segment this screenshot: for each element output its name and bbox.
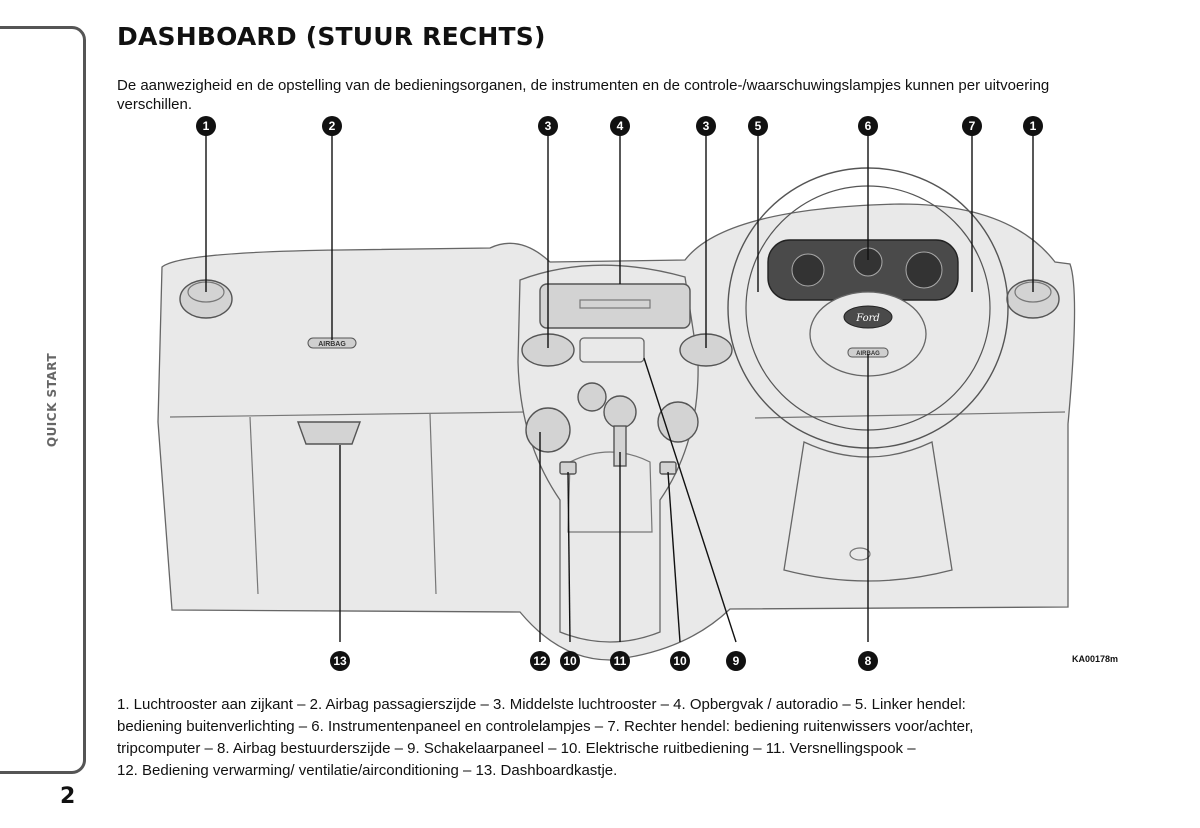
callout-2: 2 [322,116,342,136]
callout-6: 6 [858,116,878,136]
leader-10a [567,471,571,643]
callout-8: 8 [858,651,878,671]
legend-line: tripcomputer – 8. Airbag bestuurderszijd… [117,740,916,757]
legend-line: 1. Luchtrooster aan zijkant – 2. Airbag … [117,696,966,713]
callout-3-right: 3 [696,116,716,136]
figure-reference-code: KA00178m [1072,654,1119,664]
dashboard-illustration: AIRBAG Ford AIRBAG [157,135,1076,661]
callout-3-left: 3 [538,116,558,136]
callout-5: 5 [748,116,768,136]
callout-7: 7 [962,116,982,136]
callout-10-right: 10 [670,651,690,671]
ford-logo [843,305,893,329]
leader-10b [667,471,681,643]
passenger-airbag-badge: AIRBAG [318,341,346,348]
audio-unit [539,283,691,329]
callout-1-right: 1 [1023,116,1043,136]
legend-caption: 1. Luchtrooster aan zijkant – 2. Airbag … [117,694,1147,782]
callout-4: 4 [610,116,630,136]
callout-12: 12 [530,651,550,671]
dashboard-figure: AIRBAG Ford AIRBAG [140,112,1160,682]
callout-1-left: 1 [196,116,216,136]
section-tab [0,26,86,774]
legend-line: 12. Bediening verwarming/ ventilatie/air… [117,762,618,779]
gear-knob [603,395,637,429]
switch-panel [579,337,645,363]
legend-line: bediening buitenverlichting – 6. Instrum… [117,718,974,735]
page-title: DASHBOARD (STUUR RECHTS) [117,22,546,51]
climate-knob-left [525,407,571,453]
page-number: 2 [60,784,76,809]
leader-9 [643,357,737,643]
callout-11: 11 [610,651,630,671]
callout-10-left: 10 [560,651,580,671]
intro-paragraph: De aanwezigheid en de opstelling van de … [117,77,1050,113]
callout-9: 9 [726,651,746,671]
ford-logo-text: Ford [855,313,880,324]
callout-13: 13 [330,651,350,671]
climate-knob-center [577,382,607,412]
glovebox-handle [297,421,361,445]
section-side-label: QUICK START [45,352,59,448]
